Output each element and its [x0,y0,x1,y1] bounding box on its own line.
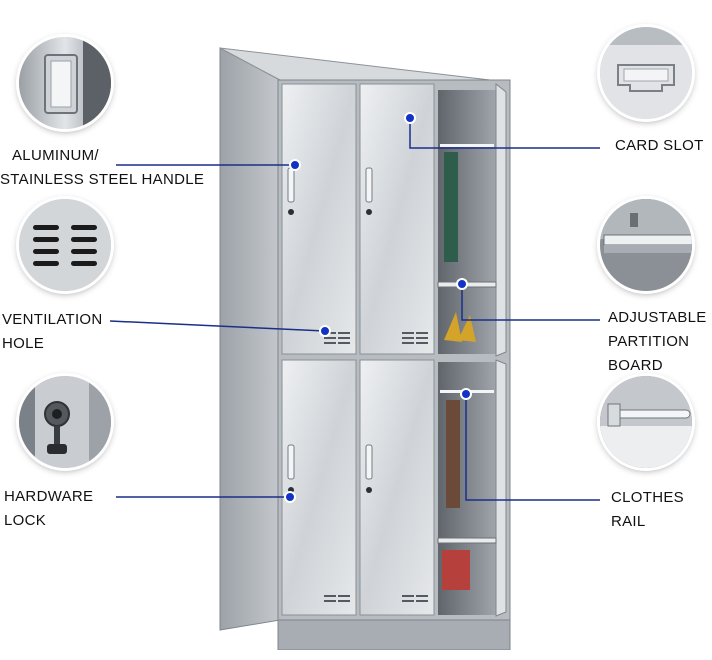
card-slot-label: CARD SLOT [615,134,704,158]
upper-middle-door [359,83,435,355]
partition-closeup-icon [600,199,692,291]
lock-closeup-icon [19,376,111,468]
lock-label-line: LOCK [4,512,47,529]
ventilation-label-line: VENTILATION [2,311,103,328]
partition-board [437,281,497,288]
handle-label-line: ALUMINUM/ [12,147,99,164]
card-slot-closeup-icon [600,27,692,119]
lock-label: HARDWARE LOCK [4,485,93,533]
upper-clothes-rail [440,144,494,147]
upper-left-door [281,83,357,355]
rail-label: CLOTHES RAIL [611,486,684,534]
lower-middle-door [359,359,435,616]
lock-label-line: HARDWARE [4,488,94,505]
card-slot-label-line: CARD SLOT [615,137,704,154]
rail-label-line: RAIL [611,513,646,530]
handle-label: ALUMINUM/ STAINLESS STEEL HANDLE [0,144,204,192]
rail-closeup-icon [600,376,692,468]
partition-label-line: ADJUSTABLE [608,309,707,326]
hanging-coat [446,400,460,508]
lower-left-door [281,359,357,616]
handle-closeup-icon [19,37,111,129]
hanging-jacket [444,152,458,262]
rail-label-line: CLOTHES [611,489,684,506]
locker-cabinet [219,47,511,650]
ventilation-closeup-icon [19,199,111,291]
lower-shelf [437,537,497,544]
lower-clothes-rail [440,390,494,393]
ventilation-label: VENTILATION HOLE [2,308,103,356]
handle-label-line: STAINLESS STEEL HANDLE [0,171,205,188]
partition-label-line: BOARD [608,357,663,374]
storage-box [442,550,470,590]
partition-label-line: PARTITION [608,333,690,350]
ventilation-label-line: HOLE [2,335,45,352]
partition-label: ADJUSTABLE PARTITION BOARD [608,306,707,378]
